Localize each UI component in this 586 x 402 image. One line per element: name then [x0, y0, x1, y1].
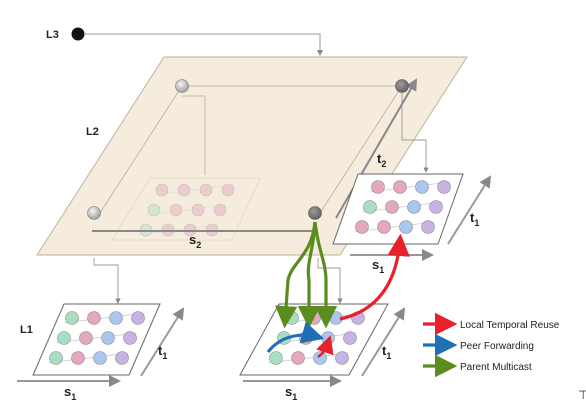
- l1-right-pe-node: [399, 220, 413, 234]
- t2-axis-label: t2: [377, 151, 386, 169]
- l1-array-left: L1 s1 t1: [17, 303, 185, 402]
- l2-inset-pe-node: [147, 203, 161, 217]
- t1-label-middle: t1: [382, 343, 391, 361]
- l1-left-pe-node: [65, 311, 79, 325]
- l1-middle-pe-node: [335, 351, 349, 365]
- l2-node-bottom-right: [308, 206, 322, 220]
- l2-inset-pe-node: [199, 183, 213, 197]
- l1-middle-pe-node: [291, 351, 305, 365]
- l2-inset-row-wire: [145, 204, 227, 216]
- l1-left-pe-node: [109, 311, 123, 325]
- l1-left-pe-node: [115, 351, 129, 365]
- s1-label-right: s1: [372, 257, 384, 275]
- l1-middle-pe-node: [269, 351, 283, 365]
- local-temporal-reuse-arrow-up: [339, 233, 410, 321]
- l1-array-right: s1 t1: [332, 173, 492, 275]
- l1-right-pe-node: [437, 180, 451, 194]
- l1-left-pe-node: [79, 331, 93, 345]
- l1-middle-pe-node: [313, 351, 327, 365]
- l1-left-pe-node: [101, 331, 115, 345]
- l2-inset-pe-node: [191, 203, 205, 217]
- l1-right-pe-node: [377, 220, 391, 234]
- l2-inset-pe-node: [155, 183, 169, 197]
- l2-node-top-left: [175, 79, 189, 93]
- s1-label-middle: s1: [285, 384, 297, 402]
- t1-label-left: t1: [158, 343, 167, 361]
- l2-to-l1-connectors: [93, 93, 429, 304]
- s2-axis-label: s2: [189, 232, 201, 250]
- legend-label: Peer Forwarding: [460, 341, 534, 352]
- legend-label: Parent Multicast: [460, 362, 532, 373]
- l3-node: [71, 27, 85, 41]
- parent-multicast-arrow-center: [297, 221, 321, 329]
- l1-right-pe-node: [429, 200, 443, 214]
- l1-right-pe-node: [393, 180, 407, 194]
- l1-right-pe-node: [385, 200, 399, 214]
- local-temporal-reuse-arrow-small: [316, 335, 334, 359]
- corner-glyph: ⊤: [578, 388, 586, 402]
- peer-forwarding-arrow: [266, 321, 325, 354]
- l1-right-pe-node: [355, 220, 369, 234]
- l1-left-pe-node: [57, 331, 71, 345]
- l1-middle-pe-node: [343, 331, 357, 345]
- l2-inset-pe-node: [177, 183, 191, 197]
- l2-node-bottom-left: [87, 206, 101, 220]
- legend-label: Local Temporal Reuse: [460, 320, 560, 331]
- t1-axis-left: [140, 307, 185, 377]
- l1-right-pe-node: [421, 220, 435, 234]
- l1-left-pe-node: [131, 311, 145, 325]
- t1-axis-middle: [361, 307, 406, 377]
- l1-middle-pe-node: [299, 331, 313, 345]
- t2-axis-line: [335, 78, 418, 219]
- l3-to-l2-connector: [85, 33, 323, 56]
- l2-inset-row-wire: [153, 184, 235, 196]
- l2-node-top-right: [395, 79, 409, 93]
- l1-left-pe-node: [93, 351, 107, 365]
- l1-left-pe-node: [71, 351, 85, 365]
- l2-inset-array: [111, 177, 261, 241]
- l1-left-pe-node: [87, 311, 101, 325]
- l1-right-pe-node: [407, 200, 421, 214]
- l1-middle-pe-node: [285, 311, 299, 325]
- l1-left-pe-node: [49, 351, 63, 365]
- t1-axis-right: [447, 175, 492, 245]
- l2-label: L2: [86, 126, 99, 138]
- parent-multicast-arrow-right: [313, 221, 338, 329]
- l2-inset-pe-node: [221, 183, 235, 197]
- l1-right-pe-node: [415, 180, 429, 194]
- l2-internal-wires: [99, 85, 403, 214]
- s1-label-left: s1: [64, 384, 76, 402]
- l1-label: L1: [20, 324, 33, 336]
- l2-inset-pe-node: [169, 203, 183, 217]
- l1-right-pe-node: [363, 200, 377, 214]
- t1-label-right: t1: [470, 210, 479, 228]
- l2-inset-pe-node: [213, 203, 227, 217]
- dataflow-arrows: [266, 221, 410, 359]
- l1-left-pe-node: [123, 331, 137, 345]
- l3-group: L3: [46, 27, 323, 56]
- l3-label: L3: [46, 29, 59, 41]
- l1-right-pe-node: [371, 180, 385, 194]
